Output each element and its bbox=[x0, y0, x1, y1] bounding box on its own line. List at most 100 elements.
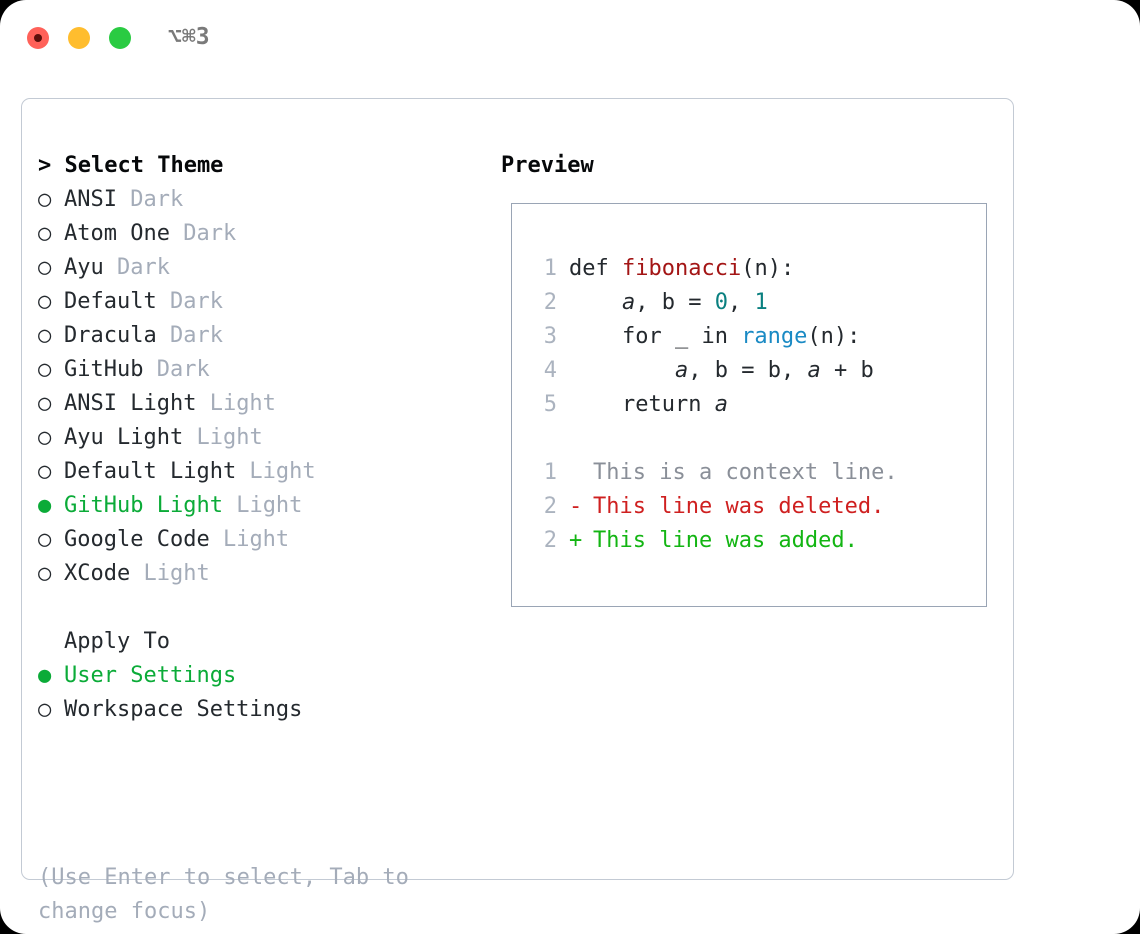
maximize-button[interactable] bbox=[109, 27, 131, 49]
diff-text: This line was added. bbox=[593, 528, 858, 553]
diff-line: 2 + This line was added. bbox=[531, 524, 898, 558]
theme-option[interactable]: ○Default Light Light bbox=[38, 455, 478, 489]
code-blank-line bbox=[531, 422, 898, 456]
theme-variant-tag: Light bbox=[209, 527, 290, 552]
theme-name: ANSI Light bbox=[64, 391, 197, 416]
line-number: 2 bbox=[543, 494, 557, 519]
select-theme-header: > Select Theme bbox=[38, 153, 224, 178]
code-token: , bbox=[780, 358, 808, 383]
radio-selected-icon[interactable]: ● bbox=[38, 663, 52, 688]
radio-unselected-icon[interactable]: ○ bbox=[38, 357, 52, 382]
code-token bbox=[569, 290, 622, 315]
apply-to-option[interactable]: ●User Settings bbox=[38, 659, 478, 693]
code-token: , bbox=[727, 290, 755, 315]
radio-unselected-icon[interactable]: ○ bbox=[38, 187, 52, 212]
code-token: = bbox=[674, 290, 715, 315]
code-token: , bbox=[688, 358, 715, 383]
theme-variant-tag: Dark bbox=[143, 357, 210, 382]
apply-to-label: Workspace Settings bbox=[64, 697, 303, 722]
theme-variant-tag: Light bbox=[183, 425, 263, 450]
code-token: def bbox=[569, 256, 622, 281]
code-token: fibonacci bbox=[621, 256, 742, 281]
line-number: 2 bbox=[543, 290, 557, 315]
diff-marker: + bbox=[569, 528, 583, 553]
window-title: ⌥⌘3 bbox=[168, 24, 210, 50]
theme-variant-tag: Dark bbox=[156, 323, 223, 348]
code-token: a bbox=[807, 358, 821, 383]
theme-name: GitHub bbox=[64, 357, 144, 382]
radio-selected-icon[interactable]: ● bbox=[38, 493, 52, 518]
code-token: b bbox=[767, 358, 781, 383]
diff-marker: - bbox=[569, 494, 583, 519]
code-token: , bbox=[635, 290, 662, 315]
theme-variant-tag: Dark bbox=[156, 289, 223, 314]
radio-unselected-icon[interactable]: ○ bbox=[38, 289, 52, 314]
apply-to-option[interactable]: ○ Workspace Settings bbox=[38, 693, 478, 727]
theme-name: XCode bbox=[64, 561, 131, 586]
radio-unselected-icon[interactable]: ○ bbox=[38, 561, 52, 586]
theme-variant-tag: Light bbox=[196, 391, 276, 416]
theme-name: Default Light bbox=[64, 459, 237, 484]
line-number: 2 bbox=[543, 528, 557, 553]
theme-option[interactable]: ○ANSI Dark bbox=[38, 183, 478, 217]
radio-unselected-icon[interactable]: ○ bbox=[38, 391, 52, 416]
code-token bbox=[569, 358, 675, 383]
code-token: range bbox=[741, 324, 808, 349]
apply-to-header: Apply To bbox=[64, 629, 170, 654]
code-token: (n): bbox=[741, 256, 795, 281]
code-token: 0 bbox=[714, 290, 728, 315]
line-number: 1 bbox=[543, 460, 557, 485]
code-line: 5 return a bbox=[531, 388, 898, 422]
theme-option[interactable]: ○ XCode Light bbox=[38, 557, 478, 591]
code-token: for _ in bbox=[569, 324, 742, 349]
diff-line: 2-This line was deleted. bbox=[531, 490, 898, 524]
theme-option[interactable]: ○ ANSI Light Light bbox=[38, 387, 478, 421]
theme-name: Ayu Light bbox=[64, 425, 184, 450]
radio-unselected-icon[interactable]: ○ bbox=[38, 527, 52, 552]
preview-header: Preview bbox=[501, 153, 594, 178]
radio-unselected-icon[interactable]: ○ bbox=[38, 323, 52, 348]
diff-marker bbox=[569, 456, 593, 490]
theme-name: Dracula bbox=[64, 323, 157, 348]
line-number: 4 bbox=[543, 358, 557, 383]
theme-option[interactable]: ○ Atom One Dark bbox=[38, 217, 478, 251]
code-token: b bbox=[860, 358, 874, 383]
line-number: 5 bbox=[543, 392, 557, 417]
radio-unselected-icon[interactable]: ○ bbox=[38, 425, 52, 450]
code-line: 3 for _ in range(n): bbox=[531, 320, 898, 354]
theme-option[interactable]: ○ Ayu Light Light bbox=[38, 421, 478, 455]
theme-option[interactable]: ○Ayu Dark bbox=[38, 251, 478, 285]
theme-variant-tag: Dark bbox=[116, 187, 184, 212]
title-bar: ⌥⌘3 bbox=[0, 0, 1140, 76]
theme-option[interactable]: ○ Google Code Light bbox=[38, 523, 478, 557]
radio-unselected-icon[interactable]: ○ bbox=[38, 697, 52, 722]
diff-text: This is a context line. bbox=[593, 460, 898, 485]
theme-variant-tag: Dark bbox=[169, 221, 237, 246]
code-line: 2 a, b = 0, 1 bbox=[531, 286, 898, 320]
code-token: a bbox=[674, 358, 689, 383]
theme-name: Google Code bbox=[64, 527, 210, 552]
theme-variant-tag: Light bbox=[130, 561, 210, 586]
theme-option[interactable]: ○Default Dark bbox=[38, 285, 478, 319]
apply-to-options: ●User Settings ○ Workspace Settings bbox=[38, 659, 478, 727]
content-panel: > Select Theme ○ANSI Dark○Atom One Dark○… bbox=[21, 98, 1014, 924]
radio-unselected-icon[interactable]: ○ bbox=[38, 459, 52, 484]
theme-option[interactable]: ●GitHub Light Light bbox=[38, 489, 478, 523]
close-button[interactable] bbox=[27, 27, 49, 49]
theme-option[interactable]: ○ GitHub Dark bbox=[38, 353, 478, 387]
code-token: a bbox=[714, 392, 728, 417]
theme-picker-column: > Select Theme ○ANSI Dark○Atom One Dark○… bbox=[38, 149, 478, 727]
radio-unselected-icon[interactable]: ○ bbox=[38, 221, 52, 246]
radio-unselected-icon[interactable]: ○ bbox=[38, 255, 52, 280]
minimize-button[interactable] bbox=[68, 27, 90, 49]
theme-variant-tag: Dark bbox=[103, 255, 170, 280]
theme-option[interactable]: ○ Dracula Dark bbox=[38, 319, 478, 353]
theme-name: Atom One bbox=[64, 221, 170, 246]
diff-text: This line was deleted. bbox=[593, 494, 885, 519]
keyboard-hint: (Use Enter to select, Tab to change focu… bbox=[38, 865, 409, 924]
code-token: b bbox=[661, 290, 675, 315]
